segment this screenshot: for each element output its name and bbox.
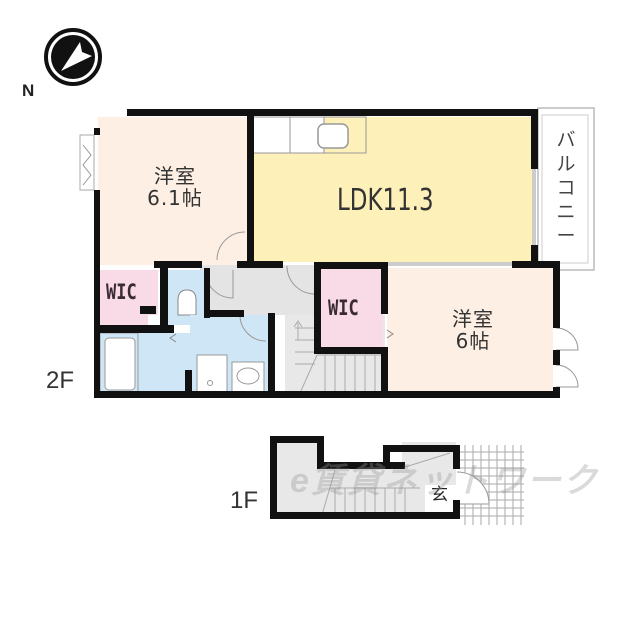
wic-2-floor (320, 268, 383, 348)
north-arrow-compass-icon (44, 28, 102, 86)
western-room-2-floor (387, 268, 553, 392)
window-west (79, 134, 95, 191)
entrance-label: 玄 (431, 485, 448, 505)
western-room-2-size: 6帖 (455, 329, 491, 353)
balcony-area (537, 107, 595, 271)
ldk-label: LDK11.3 (337, 183, 434, 218)
western-room-2-name: 洋室 (452, 307, 494, 331)
wic-1-label: WIC (106, 280, 137, 306)
bathtub-icon (104, 337, 136, 391)
floor-label-2f: 2F (46, 367, 75, 394)
western-room-1-label: 洋室 6.1帖 (130, 165, 220, 209)
entrance-floor (425, 485, 457, 512)
western-room-1-floor (98, 117, 248, 265)
washing-machine-space (196, 354, 228, 394)
wic-2-label: WIC (328, 296, 359, 322)
watermark: e賃貸ネットワーク (290, 462, 599, 500)
kitchen-sink (317, 123, 349, 149)
hallway-floor (200, 265, 315, 315)
north-label: N (22, 81, 35, 100)
balcony-label: バ ル コ ニ ー (556, 129, 576, 247)
toilet-icon (177, 289, 197, 316)
western-room-2-label: 洋室 6帖 (428, 308, 518, 352)
western-room-1-name: 洋室 (154, 164, 196, 188)
walls-2f (94, 109, 560, 398)
walls-1f (270, 436, 460, 519)
kitchen-counter (251, 116, 325, 154)
floor-label-1f: 1F (230, 487, 259, 514)
western-room-1-size: 6.1帖 (147, 186, 203, 210)
